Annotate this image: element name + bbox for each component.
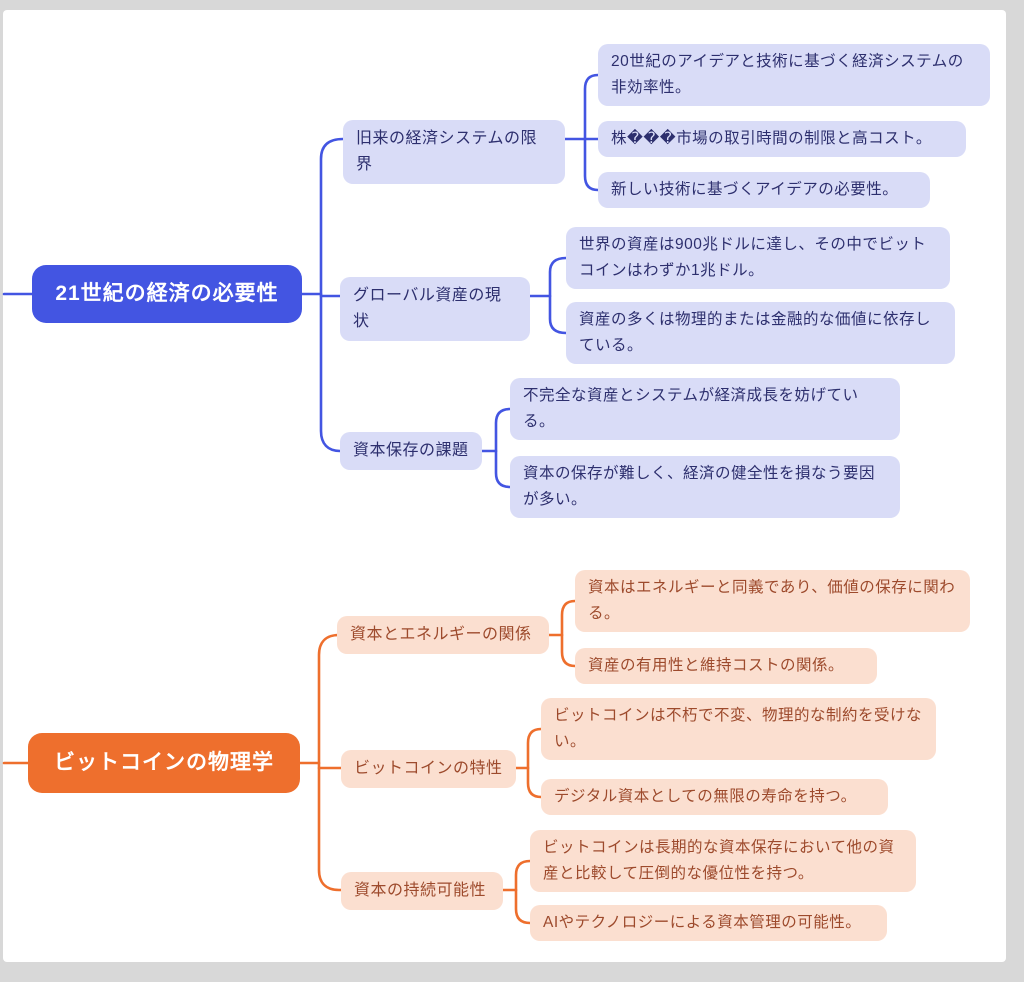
tree1-branch-1-node[interactable]: グローバル資産の現状 bbox=[340, 277, 530, 341]
tree2-branch-2-node[interactable]: 資本の持続可能性 bbox=[341, 872, 503, 910]
tree2-root-node[interactable]: ビットコインの物理学 bbox=[28, 733, 300, 793]
tree1-branch-2-node[interactable]: 資本保存の課題 bbox=[340, 432, 482, 470]
tree2-branch-1-leaf-1-node[interactable]: デジタル資本としての無限の寿命を持つ。 bbox=[541, 779, 888, 815]
tree1-branch-1-leaf-1-node[interactable]: 資産の多くは物理的または金融的な価値に依存している。 bbox=[566, 302, 955, 364]
tree1-branch-1-leaf-0-node[interactable]: 世界の資産は900兆ドルに達し、その中でビットコインはわずか1兆ドル。 bbox=[566, 227, 950, 289]
tree1-branch-0-node[interactable]: 旧来の経済システムの限界 bbox=[343, 120, 565, 184]
tree2-branch-2-leaf-1-node[interactable]: AIやテクノロジーによる資本管理の可能性。 bbox=[530, 905, 887, 941]
tree1-branch-2-leaf-0-node[interactable]: 不完全な資産とシステムが経済成長を妨げている。 bbox=[510, 378, 900, 440]
tree2-branch-1-leaf-0-node[interactable]: ビットコインは不朽で不変、物理的な制約を受けない。 bbox=[541, 698, 936, 760]
tree1-branch-0-leaf-2-node[interactable]: 新しい技術に基づくアイデアの必要性。 bbox=[598, 172, 930, 208]
tree2-branch-0-node[interactable]: 資本とエネルギーの関係 bbox=[337, 616, 549, 654]
tree2-branch-1-node[interactable]: ビットコインの特性 bbox=[341, 750, 516, 788]
tree1-branch-0-leaf-1-node[interactable]: 株���市場の取引時間の制限と高コスト。 bbox=[598, 121, 966, 157]
tree1-branch-2-leaf-1-node[interactable]: 資本の保存が難しく、経済の健全性を損なう要因が多い。 bbox=[510, 456, 900, 518]
tree1-root-node[interactable]: 21世紀の経済の必要性 bbox=[32, 265, 302, 323]
tree2-branch-2-leaf-0-node[interactable]: ビットコインは長期的な資本保存において他の資産と比較して圧倒的な優位性を持つ。 bbox=[530, 830, 916, 892]
tree2-branch-0-leaf-0-node[interactable]: 資本はエネルギーと同義であり、価値の保存に関わる。 bbox=[575, 570, 970, 632]
tree2-branch-0-leaf-1-node[interactable]: 資産の有用性と維持コストの関係。 bbox=[575, 648, 877, 684]
tree1-branch-0-leaf-0-node[interactable]: 20世紀のアイデアと技術に基づく経済システムの非効率性。 bbox=[598, 44, 990, 106]
